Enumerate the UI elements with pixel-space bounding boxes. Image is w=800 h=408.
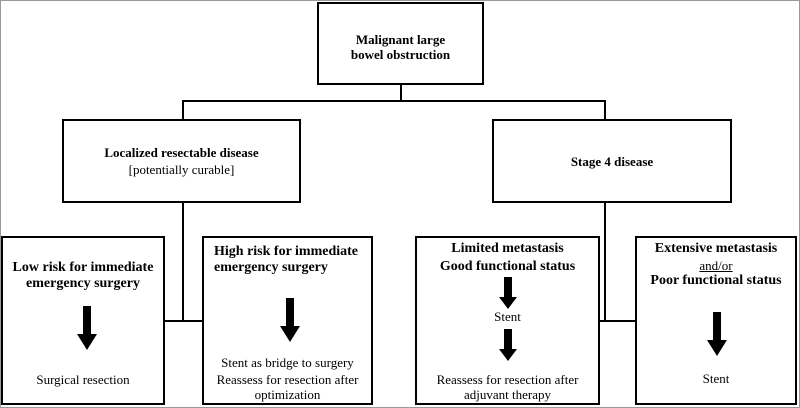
low-risk-outcome: Surgical resection [36,372,130,387]
extensive-outcome: Stent [702,371,730,386]
down-arrow-icon [499,277,517,309]
stage4-title: Stage 4 disease [570,154,654,169]
high-risk-outcome-2: Reassess for resection after optimizatio… [216,372,359,402]
limited-step-stent: Stent [494,309,521,324]
low-risk-title: Low risk for immediate emergency surgery [12,260,154,291]
high-risk-outcome-1: Stent as bridge to surgery [221,355,354,370]
high-risk-node: High risk for immediate emergency surger… [202,236,373,405]
localized-disease-title: Localized resectable disease [104,145,259,160]
down-arrow-icon [499,329,517,361]
connector-right-stem [604,202,606,321]
limited-metastasis-title: Limited metastasis [451,241,564,256]
connector-root-horizontal [182,100,606,102]
connector-left-horizontal [164,320,202,322]
high-risk-title: High risk for immediate emergency surger… [214,244,359,275]
connector-root-stem [400,84,402,101]
good-functional-status-title: Good functional status [439,259,576,274]
limited-metastasis-node: Limited metastasis Good functional statu… [415,236,600,405]
poor-functional-status-title: Poor functional status [650,273,782,288]
down-arrow-icon [77,306,97,350]
extensive-metastasis-node: Extensive metastasis and/or Poor functio… [635,236,797,405]
stage4-node: Stage 4 disease [492,119,732,203]
localized-disease-subtitle: [potentially curable] [128,162,235,177]
extensive-metastasis-title: Extensive metastasis [654,241,778,256]
connector-right-drop [604,100,606,120]
limited-step-reassess: Reassess for resection after adjuvant th… [436,372,579,402]
low-risk-node: Low risk for immediate emergency surgery… [1,236,165,405]
down-arrow-icon [707,312,727,356]
down-arrow-icon [280,298,300,342]
localized-disease-node: Localized resectable disease [potentiall… [62,119,301,203]
connector-right-horizontal [600,320,636,322]
connector-left-drop [182,100,184,120]
connector-left-stem [182,202,184,321]
and-or-conjunction: and/or [699,258,733,273]
root-title: Malignant large bowel obstruction [350,32,451,62]
root-node: Malignant large bowel obstruction [317,2,484,85]
